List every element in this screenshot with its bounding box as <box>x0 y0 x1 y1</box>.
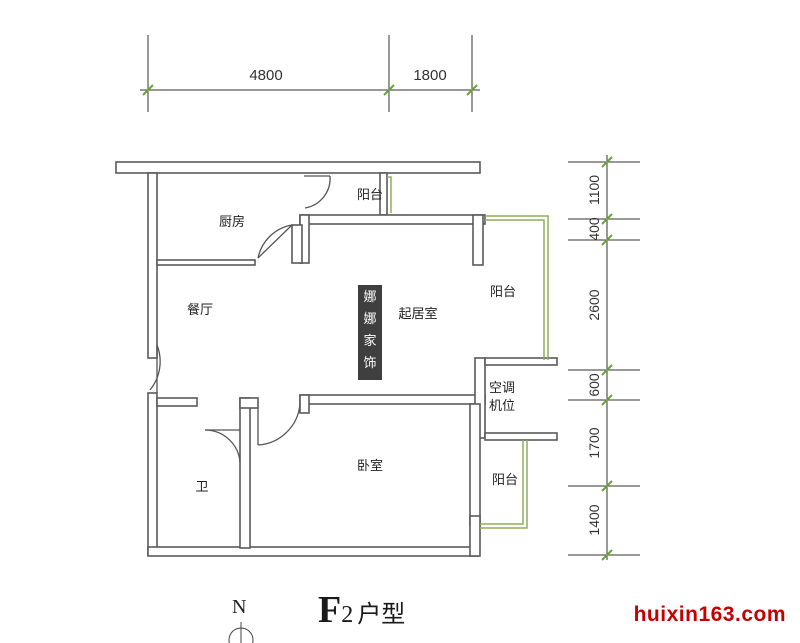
room-kitchen: 厨房 <box>219 214 245 230</box>
dim-top-1800: 1800 <box>413 67 446 84</box>
watermark-char-2: 娜 <box>363 312 377 327</box>
dim-right-1100: 1100 <box>586 175 602 205</box>
watermark-char-1: 娜 <box>363 290 377 305</box>
dim-top-4800: 4800 <box>249 67 282 84</box>
plan-title-suffix: 户型 <box>357 602 406 628</box>
room-balcony-right: 阳台 <box>490 285 516 300</box>
room-balcony-bedroom: 阳台 <box>492 473 518 488</box>
room-bedroom: 卧室 <box>357 458 383 474</box>
dim-right-2600: 2600 <box>586 289 602 320</box>
room-ac-line2: 机位 <box>489 399 515 414</box>
watermark-label: 娜 娜 家 饰 <box>358 285 382 380</box>
plan-title-number: 2 <box>341 602 354 628</box>
dim-right-1400: 1400 <box>586 504 602 535</box>
site-watermark: huixin163.com <box>633 603 786 626</box>
dim-right-1700: 1700 <box>586 427 602 458</box>
right-dimension-ticks <box>601 156 613 561</box>
room-bathroom: 卫 <box>195 480 208 495</box>
plan-title-letter: F <box>318 589 342 631</box>
room-dining: 餐厅 <box>187 302 213 318</box>
balcony-rails <box>387 176 549 529</box>
walls <box>115 161 558 557</box>
room-ac-line1: 空调 <box>489 381 515 396</box>
top-dimension-ticks <box>142 84 478 96</box>
dim-right-400: 400 <box>586 217 602 241</box>
watermark-char-3: 家 <box>363 334 377 349</box>
north-label: N <box>232 596 247 618</box>
right-dimension <box>568 155 640 560</box>
dim-right-600: 600 <box>586 373 602 397</box>
room-living: 起居室 <box>398 306 437 322</box>
top-dimension <box>140 35 480 112</box>
watermark-char-4: 饰 <box>363 356 377 371</box>
doors <box>149 175 331 463</box>
room-balcony-top: 阳台 <box>357 188 383 203</box>
compass-icon <box>228 622 254 643</box>
